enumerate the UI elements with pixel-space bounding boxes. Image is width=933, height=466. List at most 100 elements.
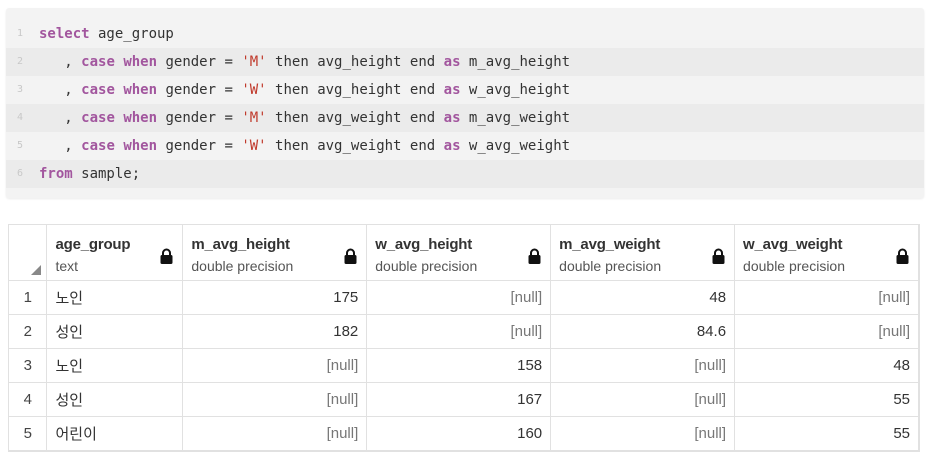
table-cell-m-avg-height[interactable]: 182 [182, 314, 368, 349]
sql-token: , [39, 110, 82, 126]
table-cell-w-avg-weight[interactable]: 55 [734, 382, 919, 417]
lock-icon [344, 248, 357, 264]
table-cell-w-avg-height[interactable]: [null] [366, 314, 552, 349]
code-line: 2 , case when gender = 'M' then avg_heig… [6, 48, 924, 76]
select-all-triangle-icon[interactable] [31, 265, 41, 275]
row-number[interactable]: 2 [9, 314, 48, 349]
code-text: select age_group [39, 20, 174, 48]
sql-keyword: case [81, 138, 115, 154]
sql-keyword: when [123, 138, 158, 154]
line-number: 1 [17, 28, 24, 39]
code-line: 3 , case when gender = 'W' then avg_heig… [6, 76, 924, 104]
line-number: 5 [17, 140, 24, 151]
table-cell-age-group[interactable]: 노인 [46, 348, 184, 383]
table-cell-m-avg-height[interactable]: [null] [182, 348, 368, 383]
table-cell-m-avg-height[interactable]: [null] [182, 382, 368, 417]
table-cell-age-group[interactable]: 노인 [46, 280, 184, 315]
sql-keyword: case [81, 110, 115, 126]
table-cell-w-avg-weight[interactable]: [null] [734, 314, 919, 349]
sql-token: then avg_height end [266, 82, 444, 98]
sql-keyword: as [443, 82, 461, 98]
sql-token: then avg_weight end [266, 138, 444, 154]
table-cell-m-avg-height[interactable]: 175 [182, 280, 368, 315]
sql-string: 'W' [241, 138, 267, 154]
column-name: m_avg_weight [559, 236, 661, 253]
code-text: , case when gender = 'M' then avg_weight… [39, 104, 570, 132]
row-number[interactable]: 1 [9, 280, 48, 315]
line-number: 4 [17, 112, 24, 123]
table-cell-m-avg-weight[interactable]: 48 [550, 280, 736, 315]
sql-string: 'M' [241, 110, 267, 126]
sql-token: gender = [157, 82, 242, 98]
sql-keyword: as [443, 138, 461, 154]
sql-string: 'M' [241, 54, 267, 70]
column-name: w_avg_weight [743, 236, 843, 253]
column-type: double precision [743, 258, 846, 274]
sql-keyword: when [123, 82, 158, 98]
lock-icon [160, 248, 173, 264]
code-line: 6 from sample; [6, 160, 924, 188]
sql-token: , [39, 82, 82, 98]
table-cell-m-avg-height[interactable]: [null] [182, 416, 368, 451]
line-number: 2 [17, 56, 24, 67]
row-number[interactable]: 4 [9, 382, 48, 417]
code-line: 5 , case when gender = 'W' then avg_weig… [6, 132, 924, 160]
sql-token: w_avg_height [460, 82, 571, 98]
row-number[interactable]: 5 [9, 416, 48, 451]
table-cell-w-avg-height[interactable]: [null] [366, 280, 552, 315]
sql-token: then avg_height end [266, 54, 444, 70]
line-number: 6 [17, 168, 24, 179]
sql-keyword: case [81, 54, 115, 70]
table-cell-w-avg-weight[interactable]: [null] [734, 280, 919, 315]
table-cell-w-avg-weight[interactable]: 55 [734, 416, 919, 451]
table-cell-age-group[interactable]: 성인 [46, 382, 184, 417]
lock-icon [528, 248, 541, 264]
code-text: from sample; [39, 160, 140, 188]
row-number[interactable]: 3 [9, 348, 48, 383]
table-cell-m-avg-weight[interactable]: [null] [550, 416, 736, 451]
table-cell-w-avg-weight[interactable]: 48 [734, 348, 919, 383]
sql-keyword: case [81, 82, 115, 98]
sql-token: w_avg_weight [460, 138, 571, 154]
sql-keyword: as [443, 110, 461, 126]
row-number-header[interactable] [9, 225, 48, 281]
table-cell-m-avg-weight[interactable]: 84.6 [550, 314, 736, 349]
lock-icon [712, 248, 725, 264]
table-cell-m-avg-weight[interactable]: [null] [550, 348, 736, 383]
line-number: 3 [17, 84, 24, 95]
sql-keyword: when [123, 110, 158, 126]
sql-token: gender = [157, 110, 242, 126]
column-type: double precision [191, 258, 294, 274]
sql-keyword: as [443, 54, 461, 70]
column-name: age_group [55, 236, 131, 253]
sql-string: 'W' [241, 82, 267, 98]
sql-token: then avg_weight end [266, 110, 444, 126]
table-cell-m-avg-weight[interactable]: [null] [550, 382, 736, 417]
table-cell-w-avg-height[interactable]: 160 [366, 416, 552, 451]
table-cell-w-avg-height[interactable]: 158 [366, 348, 552, 383]
code-text: , case when gender = 'W' then avg_height… [39, 76, 570, 104]
table-cell-age-group[interactable]: 성인 [46, 314, 184, 349]
table-cell-w-avg-height[interactable]: 167 [366, 382, 552, 417]
lock-icon [896, 248, 909, 264]
column-type: double precision [375, 258, 478, 274]
column-name: m_avg_height [191, 236, 290, 253]
sql-token: m_avg_height [460, 54, 571, 70]
sql-token: m_avg_weight [460, 110, 571, 126]
table-cell-age-group[interactable]: 어린이 [46, 416, 184, 451]
